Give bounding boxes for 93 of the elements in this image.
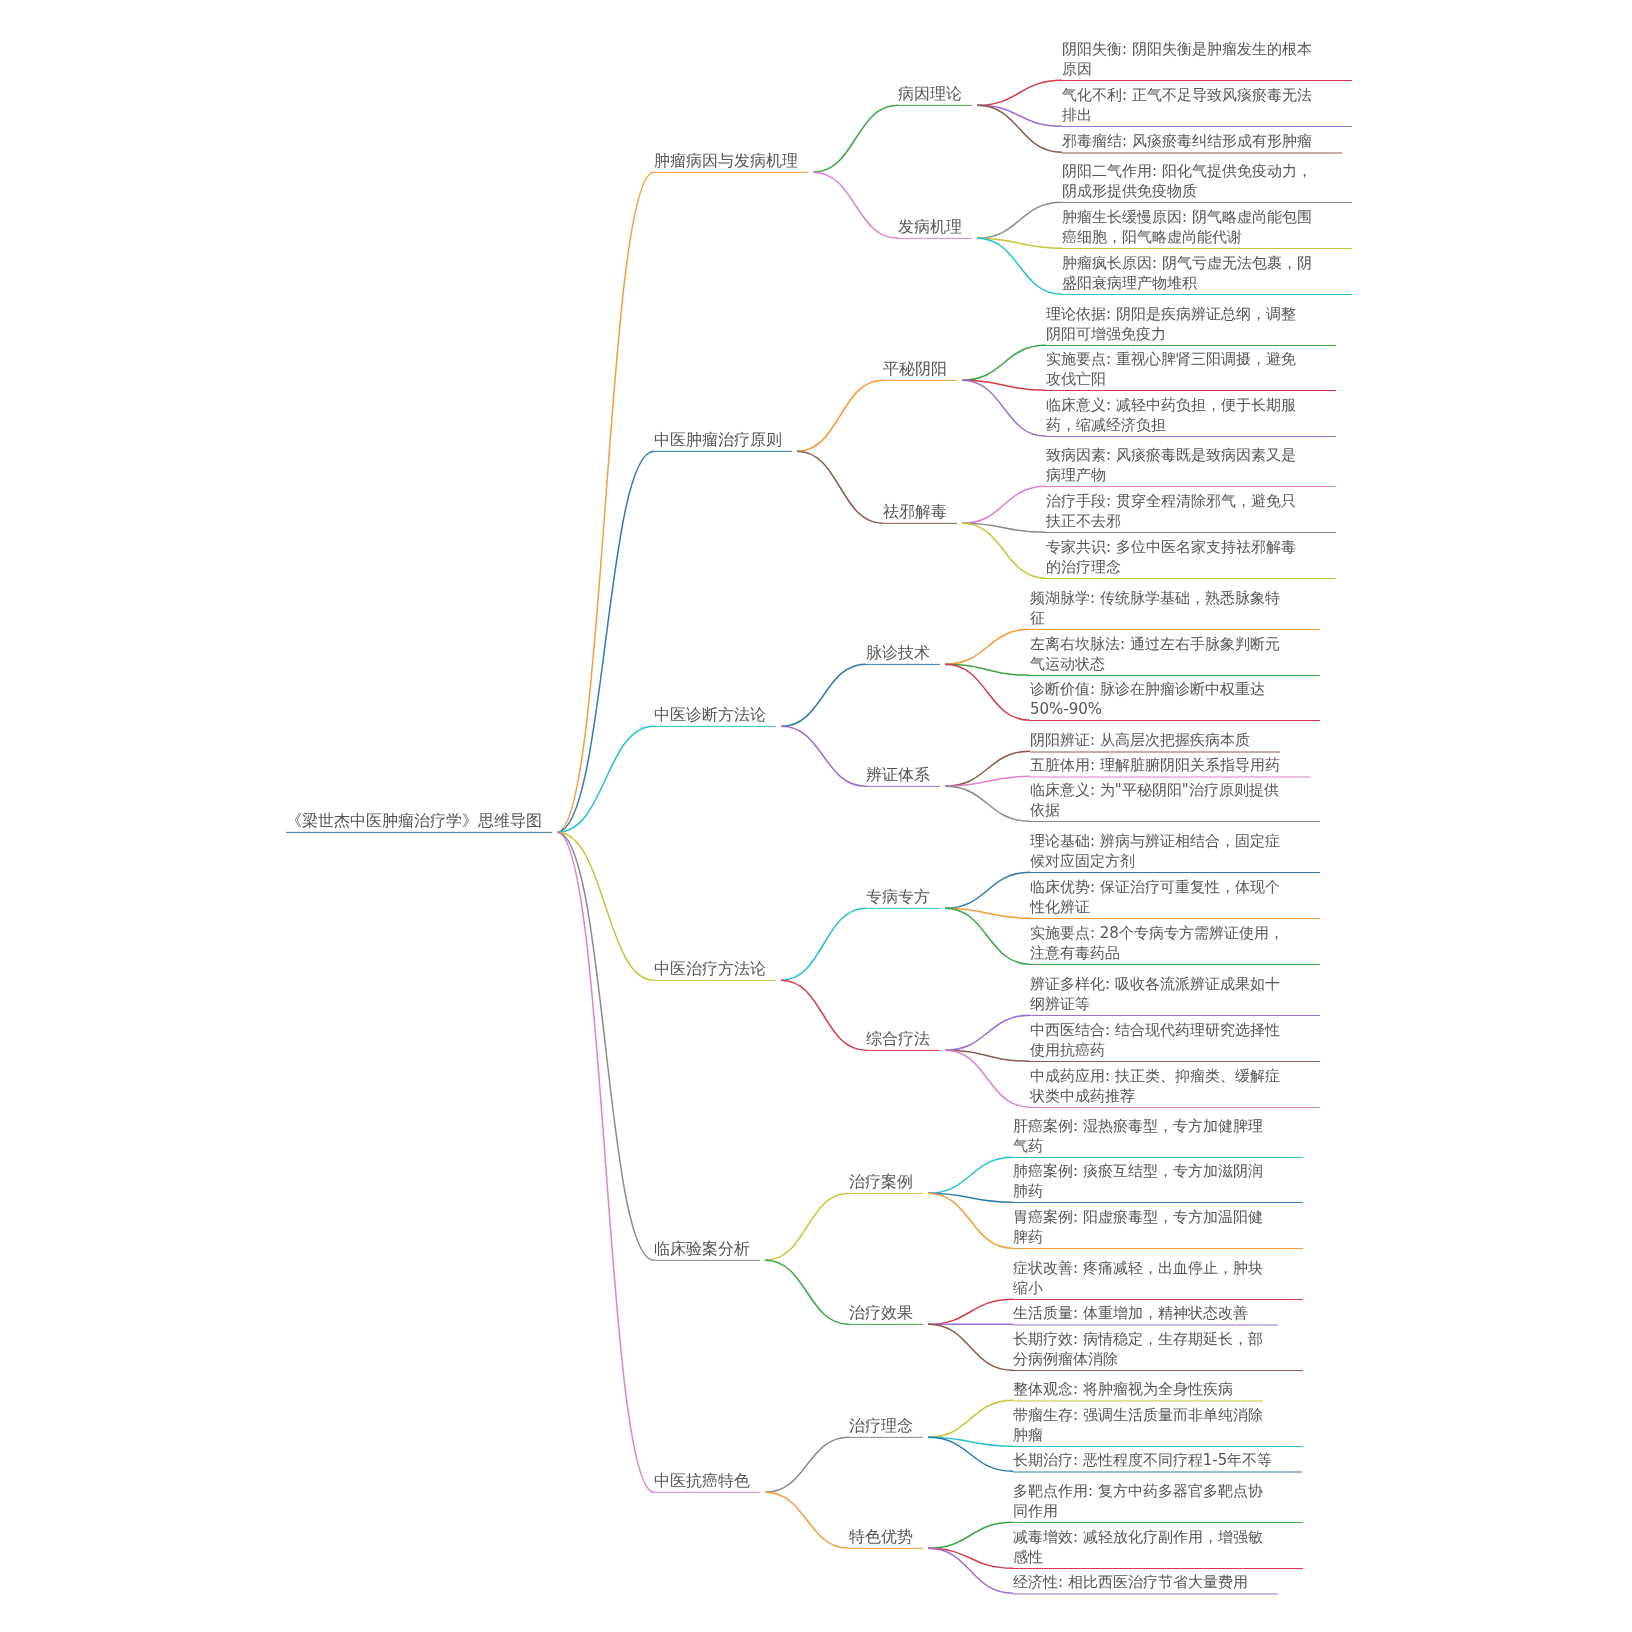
branch-topic: 治疗效果 [849, 1302, 923, 1325]
branch-topic: 临床验案分析 [654, 1238, 760, 1261]
branch-line [780, 663, 867, 727]
branch-line [927, 1521, 1014, 1549]
leaf-topic: 长期疗效: 病情稳定，生存期延长，部分病例瘤体消除 [1013, 1330, 1303, 1371]
branch-topic: 发病机理 [898, 216, 972, 239]
branch-line [796, 379, 884, 452]
branch-line [812, 171, 899, 239]
leaf-topic: 左离右坎脉法: 通过左右手脉象判断元气运动状态 [1030, 635, 1320, 676]
branch-line [961, 344, 1047, 381]
leaf-topic: 理论依据: 阴阳是疾病辨证总纲，调整阴阳可增强免疫力 [1046, 305, 1336, 346]
leaf-topic: 五脏体用: 理解脏腑阴阳关系指导用药 [1030, 755, 1310, 777]
branch-topic: 中医抗癌特色 [654, 1470, 760, 1493]
branch-line [927, 1547, 1014, 1594]
branch-line [764, 1491, 850, 1549]
branch-line [944, 1049, 1031, 1108]
leaf-topic: 专家共识: 多位中医名家支持祛邪解毒的治疗理念 [1046, 538, 1336, 579]
branch-topic: 中医治疗方法论 [654, 958, 776, 981]
leaf-topic: 实施要点: 28个专病专方需辨证使用，注意有毒药品 [1030, 924, 1320, 965]
leaf-topic: 症状改善: 疼痛减轻，出血停止，肿块缩小 [1013, 1259, 1303, 1300]
leaf-topic: 肝癌案例: 湿热瘀毒型，专方加健脾理气药 [1013, 1117, 1303, 1158]
branch-line [976, 104, 1063, 153]
branch-line [976, 79, 1063, 106]
branch-topic: 专病专方 [866, 886, 940, 909]
branch-topic: 病因理论 [898, 83, 972, 106]
leaf-topic: 肿瘤疯长原因: 阴气亏虚无法包裹，阴盛阳衰病理产物堆积 [1062, 254, 1352, 295]
branch-line [944, 663, 1031, 721]
leaf-topic: 整体观念: 将肿瘤视为全身性疾病 [1013, 1379, 1263, 1401]
branch-line [961, 522, 1047, 579]
branch-line [556, 725, 655, 833]
leaf-topic: 频湖脉学: 传统脉学基础，熟悉脉象特征 [1030, 589, 1320, 630]
branch-topic: 中医肿瘤治疗原则 [654, 429, 792, 452]
leaf-topic: 生活质量: 体重增加，精神状态改善 [1013, 1303, 1278, 1325]
leaf-topic: 理论基础: 辨病与辨证相结合，固定症候对应固定方剂 [1030, 832, 1320, 873]
branch-topic: 中医诊断方法论 [654, 704, 776, 727]
branch-line [944, 1014, 1031, 1051]
branch-topic: 肿瘤病因与发病机理 [654, 150, 808, 173]
branch-line [764, 1259, 850, 1325]
branch-line [927, 1192, 1014, 1249]
leaf-topic: 带瘤生存: 强调生活质量而非单纯消除肿瘤 [1013, 1406, 1303, 1447]
branch-line [976, 237, 1063, 295]
branch-line [944, 907, 1031, 965]
branch-topic: 综合疗法 [866, 1028, 940, 1051]
leaf-topic: 肺癌案例: 痰瘀互结型，专方加滋阴润肺药 [1013, 1162, 1303, 1203]
branch-line [927, 1323, 1014, 1371]
leaf-topic: 临床意义: 为"平秘阴阳"治疗原则提供依据 [1030, 781, 1320, 822]
branch-line [556, 831, 655, 1493]
branch-topic: 辨证体系 [866, 764, 940, 787]
leaf-topic: 多靶点作用: 复方中药多器官多靶点协同作用 [1013, 1482, 1303, 1523]
leaf-topic: 临床意义: 减轻中药负担，便于长期服药，缩减经济负担 [1046, 396, 1336, 437]
leaf-topic: 阴阳二气作用: 阳化气提供免疫动力，阴成形提供免疫物质 [1062, 162, 1352, 203]
leaf-topic: 经济性: 相比西医治疗节省大量费用 [1013, 1572, 1278, 1594]
branch-line [927, 1436, 1014, 1472]
leaf-topic: 胃癌案例: 阳虚瘀毒型，专方加温阳健脾药 [1013, 1208, 1303, 1249]
leaf-topic: 阴阳失衡: 阴阳失衡是肿瘤发生的根本原因 [1062, 40, 1352, 81]
leaf-topic: 肿瘤生长缓慢原因: 阴气略虚尚能包围癌细胞，阳气略虚尚能代谢 [1062, 208, 1352, 249]
branch-line [961, 379, 1047, 437]
leaf-topic: 长期治疗: 恶性程度不同疗程1-5年不等 [1013, 1450, 1303, 1472]
branch-line [944, 785, 1031, 822]
leaf-topic: 减毒增效: 减轻放化疗副作用，增强敏感性 [1013, 1528, 1303, 1569]
branch-line [780, 907, 867, 981]
branch-line [927, 1298, 1014, 1325]
root-topic: 《梁世杰中医肿瘤治疗学》思维导图 [286, 810, 552, 833]
leaf-topic: 中成药应用: 扶正类、抑瘤类、缓解症状类中成药推荐 [1030, 1067, 1320, 1108]
leaf-topic: 阴阳辨证: 从高层次把握疾病本质 [1030, 730, 1280, 752]
leaf-topic: 临床优势: 保证治疗可重复性，体现个性化辨证 [1030, 878, 1320, 919]
branch-line [927, 1156, 1014, 1194]
branch-line [944, 628, 1031, 665]
branch-line [780, 979, 867, 1051]
leaf-topic: 治疗手段: 贯穿全程清除邪气，避免只扶正不去邪 [1046, 492, 1336, 533]
branch-line [944, 871, 1031, 909]
branch-topic: 祛邪解毒 [883, 501, 957, 524]
leaf-topic: 实施要点: 重视心脾肾三阳调摄，避免攻伐亡阳 [1046, 350, 1336, 391]
leaf-topic: 气化不利: 正气不足导致风痰瘀毒无法排出 [1062, 86, 1352, 127]
branch-line [812, 104, 899, 173]
branch-topic: 脉诊技术 [866, 642, 940, 665]
leaf-topic: 邪毒瘤结: 风痰瘀毒纠结形成有形肿瘤 [1062, 131, 1342, 153]
branch-line [796, 450, 884, 524]
branch-line [961, 485, 1047, 524]
branch-topic: 平秘阴阳 [883, 358, 957, 381]
branch-topic: 治疗案例 [849, 1171, 923, 1194]
leaf-topic: 致病因素: 风痰瘀毒既是致病因素又是病理产物 [1046, 446, 1336, 487]
branch-topic: 治疗理念 [849, 1415, 923, 1438]
leaf-topic: 中西医结合: 结合现代药理研究选择性使用抗癌药 [1030, 1021, 1320, 1062]
branch-topic: 特色优势 [849, 1526, 923, 1549]
branch-line [780, 725, 867, 787]
branch-line [976, 201, 1063, 239]
branch-line [764, 1436, 850, 1493]
leaf-topic: 诊断价值: 脉诊在肿瘤诊断中权重达50%-90% [1030, 680, 1320, 721]
leaf-topic: 辨证多样化: 吸收各流派辨证成果如十纲辨证等 [1030, 975, 1320, 1016]
branch-line [764, 1192, 850, 1261]
branch-line [944, 775, 1031, 787]
branch-line [927, 1399, 1014, 1438]
